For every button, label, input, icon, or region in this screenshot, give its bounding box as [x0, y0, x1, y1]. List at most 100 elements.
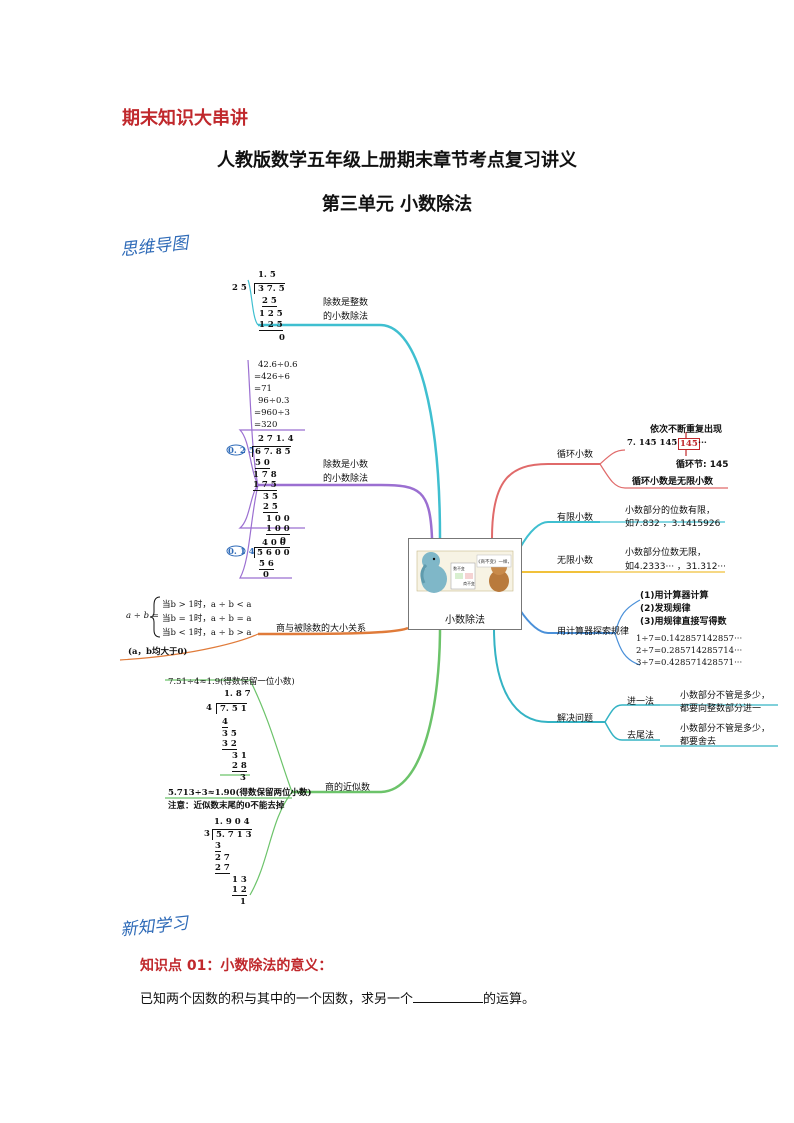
- branch-dec-divisor: [258, 483, 434, 539]
- node-cyclic: 循环小数: [557, 450, 594, 460]
- calc-dec1-row: 5 0: [255, 458, 270, 469]
- approx1-row: 3 5: [222, 729, 237, 739]
- cyclic-section: 循环节: 145: [676, 460, 729, 470]
- eq-dec-1: =71: [254, 384, 272, 394]
- approx-eq2: 5.713÷3≈1.90(得数保留两位小数): [168, 788, 312, 798]
- calc-dec1-dividend: 6 7. 8 5: [252, 446, 291, 457]
- calculator-example: 1÷7=0.142857142857···: [636, 634, 743, 644]
- cyclic-example-suffix: ···: [698, 438, 707, 448]
- approx1-divisor: 4: [206, 703, 212, 713]
- node-calculator: 用计算器探索规律: [557, 627, 630, 637]
- calc-dec1-row: 1 7 5: [253, 480, 277, 491]
- elephant-icon: [421, 565, 447, 593]
- calc-dec2-row: 0: [263, 570, 269, 580]
- center-label: 小数除法: [445, 615, 485, 626]
- relation-case: 当b = 1时，a ÷ b = a: [162, 614, 252, 624]
- node-problem: 解决问题: [557, 714, 594, 724]
- method-name: 进一法: [627, 697, 655, 707]
- calc-int-row: 0: [279, 333, 285, 343]
- calculator-step: (1)用计算器计算: [640, 591, 709, 601]
- approx2-divisor: 3: [204, 829, 210, 839]
- method-desc: 都要舍去: [680, 737, 717, 747]
- node-relation: 商与被除数的大小关系: [276, 624, 367, 634]
- approx2-quotient: 1. 9 0 4: [214, 817, 250, 827]
- node-int-divisor: 除数是整数 的小数除法: [323, 298, 369, 322]
- page-title: 人教版数学五年级上册期末章节考点复习讲义: [217, 150, 577, 171]
- relation-case: 当b > 1时，a ÷ b < a: [162, 600, 252, 610]
- approx2-row: 1: [240, 897, 246, 907]
- approx1-row: 3 2: [222, 739, 237, 750]
- center-badge-2: 商不变: [463, 581, 475, 586]
- node-finite: 有限小数: [557, 513, 594, 523]
- infinite-desc: 小数部分位数无限，: [625, 548, 707, 558]
- node-approx: 商的近似数: [325, 783, 371, 793]
- calc-dec1-quotient: 2 7 1. 4: [258, 434, 294, 444]
- bear-icon: [489, 570, 509, 592]
- calc-int-quotient: 1. 5: [258, 270, 276, 280]
- approx-eq1: 7.51÷4≈1.9(得数保留一位小数): [168, 677, 295, 687]
- mindmap-center-node: 《商不变》一样， 数不变 商不变 小数除法: [408, 538, 522, 630]
- branch-problem: [493, 627, 605, 723]
- branch-cyclic: [491, 463, 600, 539]
- approx1-row: 2 8: [232, 761, 247, 772]
- knowledge-point-text: 已知两个因数的积与其中的一个因数，求另一个 的运算。: [140, 988, 535, 1007]
- calculator-example: 3÷7=0.428571428571···: [636, 658, 743, 668]
- method-desc: 小数部分不管是多少，: [680, 691, 771, 701]
- finite-desc: 小数部分的位数有限，: [625, 506, 716, 516]
- node-infinite: 无限小数: [557, 556, 594, 566]
- calc-int-divisor: 2 5: [232, 283, 247, 293]
- calc-dec1-row: 2 5: [263, 502, 278, 513]
- series-title: 期末知识大串讲: [122, 108, 248, 129]
- relation-note: (a，b均大于0): [128, 647, 188, 657]
- approx2-row: 1 3: [232, 875, 247, 885]
- approx2-dividend: 5. 7 1 3: [212, 829, 252, 840]
- approx2-row: 1 2: [232, 885, 247, 896]
- eq-dec-2: 96÷0.3: [258, 396, 290, 406]
- branch-calculator: [519, 609, 615, 634]
- knowledge-point-text-after: 的运算。: [483, 992, 536, 1007]
- calc-dec1-row: 3 5: [263, 492, 278, 502]
- cyclic-desc: 循环小数是无限小数: [632, 477, 714, 487]
- eq-dec-2: =320: [254, 420, 278, 430]
- method-name: 去尾法: [627, 731, 655, 741]
- cyclic-top-note: 依次不断重复出现: [650, 425, 723, 435]
- approx1-row: 4: [222, 717, 228, 728]
- approx2-row: 2 7: [215, 853, 230, 863]
- calc-int-dividend: 3 7. 5: [254, 283, 285, 294]
- branch-int-divisor: [258, 323, 442, 539]
- approx1-quotient: 1. 8 7: [224, 689, 251, 699]
- approx2-row: 3: [215, 841, 221, 852]
- branch-finite: [519, 521, 600, 549]
- approx1-row: 3 1: [232, 751, 247, 761]
- infinite-desc: 如4.2333··· ，31.312···: [625, 562, 727, 572]
- calc-dec2-divisor: 0. 1 4: [228, 547, 255, 557]
- method-desc: 小数部分不管是多少，: [680, 724, 771, 734]
- calc-dec1-row: 1 0 0: [266, 524, 290, 535]
- calc-int-row: 1 2 5: [259, 309, 283, 319]
- center-badge-1: 数不变: [453, 566, 465, 571]
- branch-approx: [292, 627, 442, 794]
- calc-dec2-quotient: 4 0 0: [262, 538, 286, 548]
- elephant-bear-illustration: 《商不变》一样， 数不变 商不变: [416, 550, 514, 593]
- knowledge-point-title: 知识点 01：小数除法的意义：: [140, 958, 333, 974]
- eq-dec-1: =426÷6: [254, 372, 290, 382]
- calc-int-row: 1 2 5: [259, 320, 283, 331]
- relation-case: 当b < 1时，a ÷ b > a: [162, 628, 252, 638]
- calculator-step: (2)发现规律: [640, 604, 691, 614]
- calculator-step: (3)用规律直接写得数: [640, 617, 727, 627]
- cyclic-example-prefix: 7. 145 145: [627, 438, 678, 448]
- eq-dec-2: =960÷3: [254, 408, 290, 418]
- knowledge-point-text-before: 已知两个因数的积与其中的一个因数，求另一个: [140, 992, 414, 1007]
- center-badge-0: 《商不变》一样，: [476, 558, 512, 565]
- unit-title: 第三单元 小数除法: [321, 194, 473, 215]
- node-dec-divisor: 除数是小数 的小数除法: [323, 460, 369, 484]
- calc-dec2-dividend: 5 6 0 0: [254, 547, 290, 558]
- calculator-example: 2÷7=0.285714285714···: [636, 646, 743, 656]
- calc-dec2-row: 5 6: [259, 559, 274, 570]
- answer-blank[interactable]: [413, 990, 484, 1003]
- calc-int-row: 2 5: [262, 296, 277, 307]
- finite-desc: 如7.832 ，3.1415926: [625, 519, 721, 529]
- calc-dec1-row: 0: [280, 536, 286, 546]
- branch-relation: [257, 626, 409, 636]
